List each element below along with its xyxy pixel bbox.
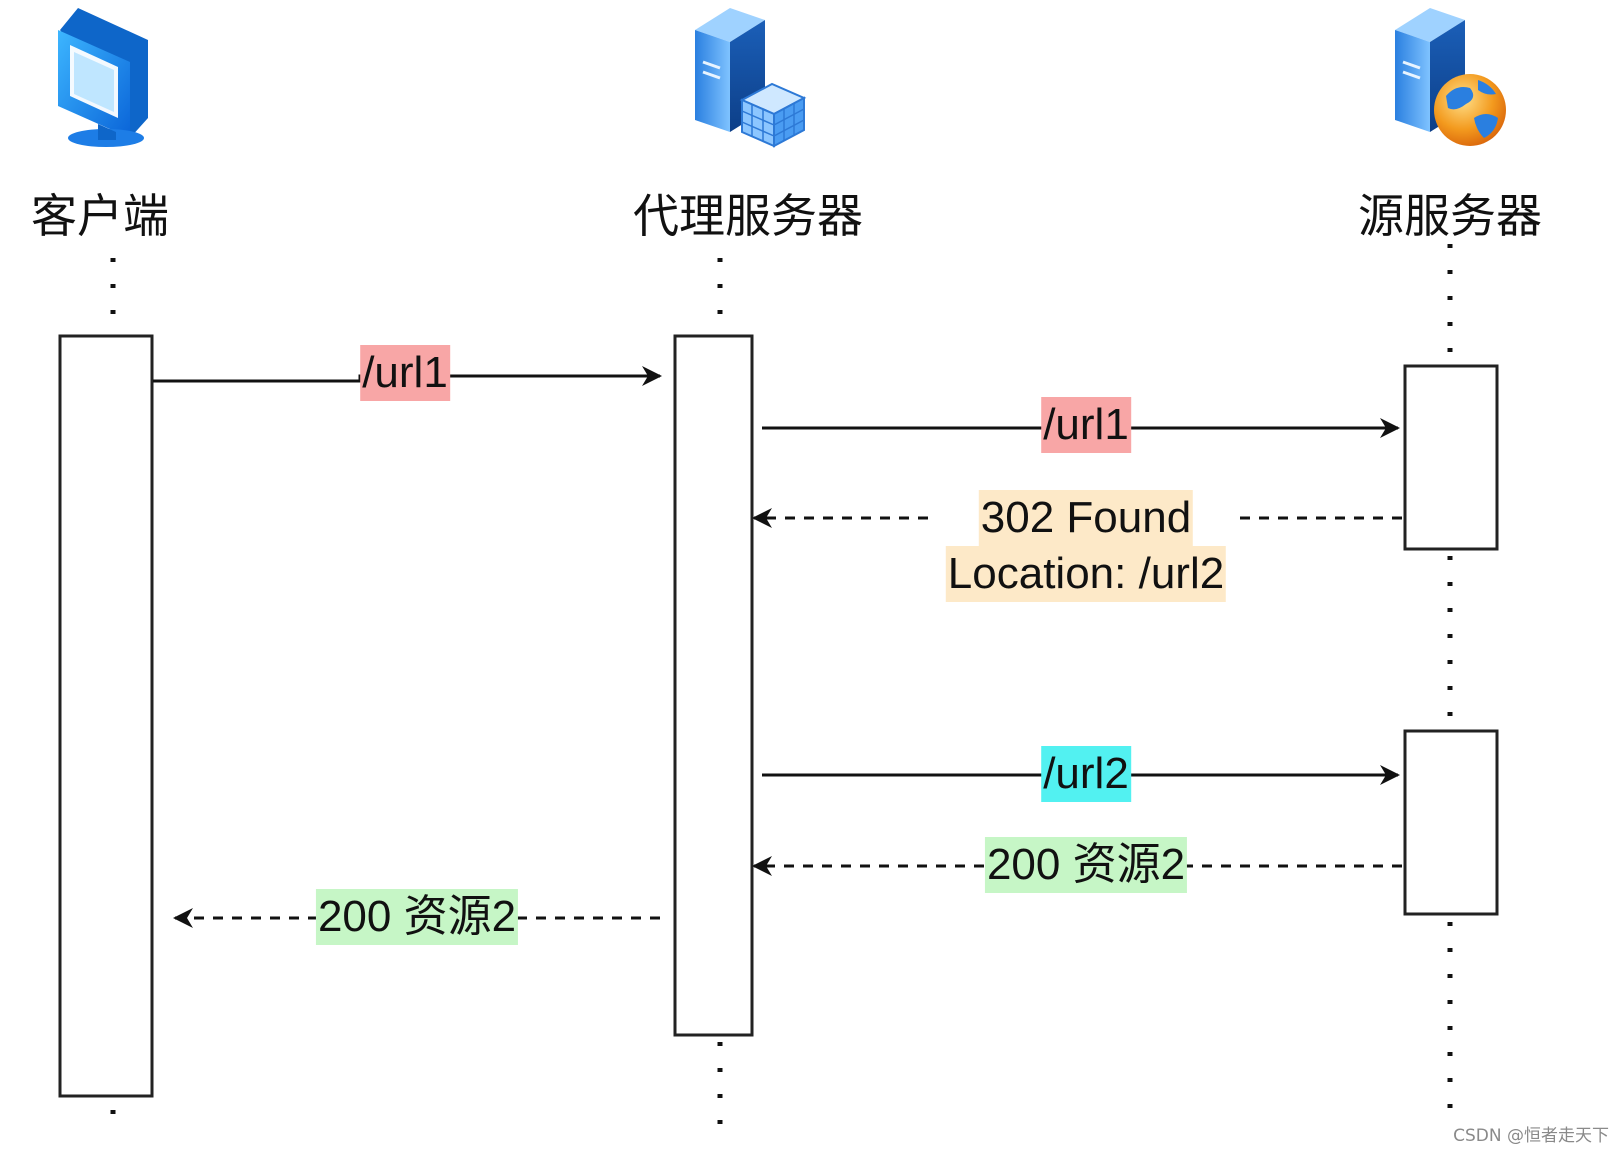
participant-label-client: 客户端 <box>31 189 169 243</box>
message-label-6: 200 资源2 <box>315 889 519 945</box>
activation-origin-2 <box>1403 729 1499 916</box>
message-label-3-line-1: 302 Found <box>978 490 1194 546</box>
message-label-3-line-2: Location: /url2 <box>945 546 1227 602</box>
monitor-icon <box>58 8 148 147</box>
web-server-icon <box>1395 8 1506 146</box>
message-arrow-1 <box>153 366 662 386</box>
proxy-server-icon <box>695 8 807 148</box>
participant-label-proxy: 代理服务器 <box>633 189 863 243</box>
activation-origin-1 <box>1403 364 1499 551</box>
activation-client <box>58 334 154 1098</box>
activation-proxy <box>673 334 754 1037</box>
message-label-2: /url1 <box>1041 397 1131 453</box>
message-label-4: /url2 <box>1041 746 1131 802</box>
message-label-3: 302 Found Location: /url2 <box>944 490 1228 602</box>
message-label-1: /url1 <box>360 345 450 401</box>
message-label-5: 200 资源2 <box>984 837 1188 893</box>
watermark: CSDN @恒者走天下 <box>1453 1126 1609 1146</box>
participant-label-origin: 源服务器 <box>1358 189 1542 243</box>
